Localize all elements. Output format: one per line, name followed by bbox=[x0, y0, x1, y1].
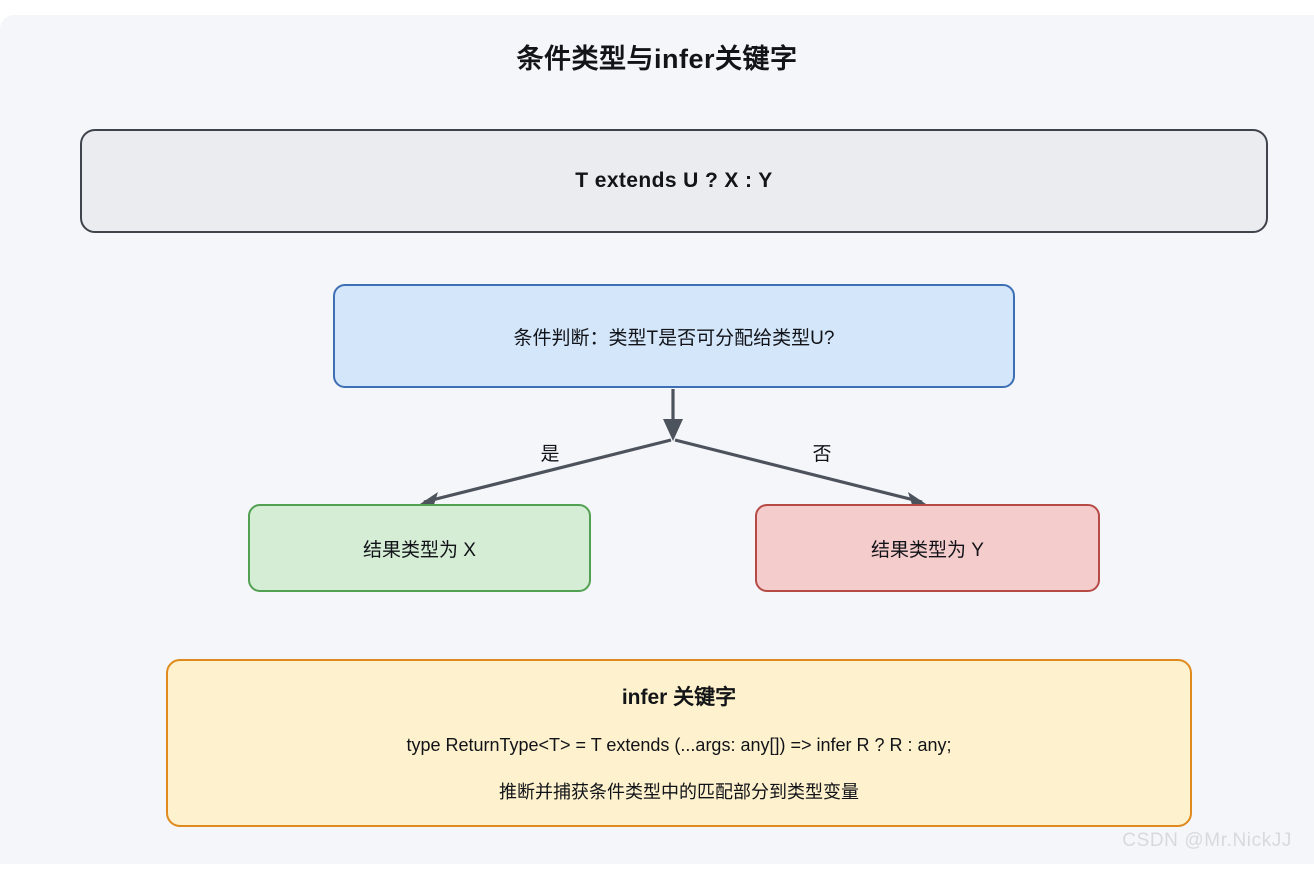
infer-heading: infer 关键字 bbox=[621, 686, 737, 709]
edge-label-yes: 是 bbox=[540, 444, 560, 465]
node-result-true[interactable]: 结果类型为 X bbox=[248, 504, 591, 592]
page-title: 条件类型与infer关键字 bbox=[516, 44, 798, 74]
node-conditional-expression[interactable]: T extends U ? X : Y bbox=[80, 129, 1268, 233]
node-expression-label: T extends U ? X : Y bbox=[575, 169, 773, 192]
node-result-false[interactable]: 结果类型为 Y bbox=[755, 504, 1100, 592]
edge-label-no: 否 bbox=[812, 444, 832, 465]
arrowhead-junction-icon bbox=[663, 419, 683, 441]
infer-description: 推断并捕获条件类型中的匹配部分到类型变量 bbox=[499, 782, 859, 802]
node-result-false-label: 结果类型为 Y bbox=[871, 539, 984, 561]
node-result-true-label: 结果类型为 X bbox=[363, 539, 476, 561]
node-condition-check[interactable]: 条件判断：类型T是否可分配给类型U? bbox=[333, 284, 1015, 388]
node-decision-label: 条件判断：类型T是否可分配给类型U? bbox=[513, 327, 835, 349]
watermark: CSDN @Mr.NickJJ bbox=[1122, 830, 1292, 851]
infer-code-snippet: type ReturnType<T> = T extends (...args:… bbox=[406, 735, 952, 755]
node-infer-keyword[interactable]: infer 关键字 type ReturnType<T> = T extends… bbox=[166, 659, 1192, 827]
diagram-canvas: 条件类型与infer关键字 T extends U ? X : Y 条件判断：类… bbox=[0, 15, 1314, 864]
